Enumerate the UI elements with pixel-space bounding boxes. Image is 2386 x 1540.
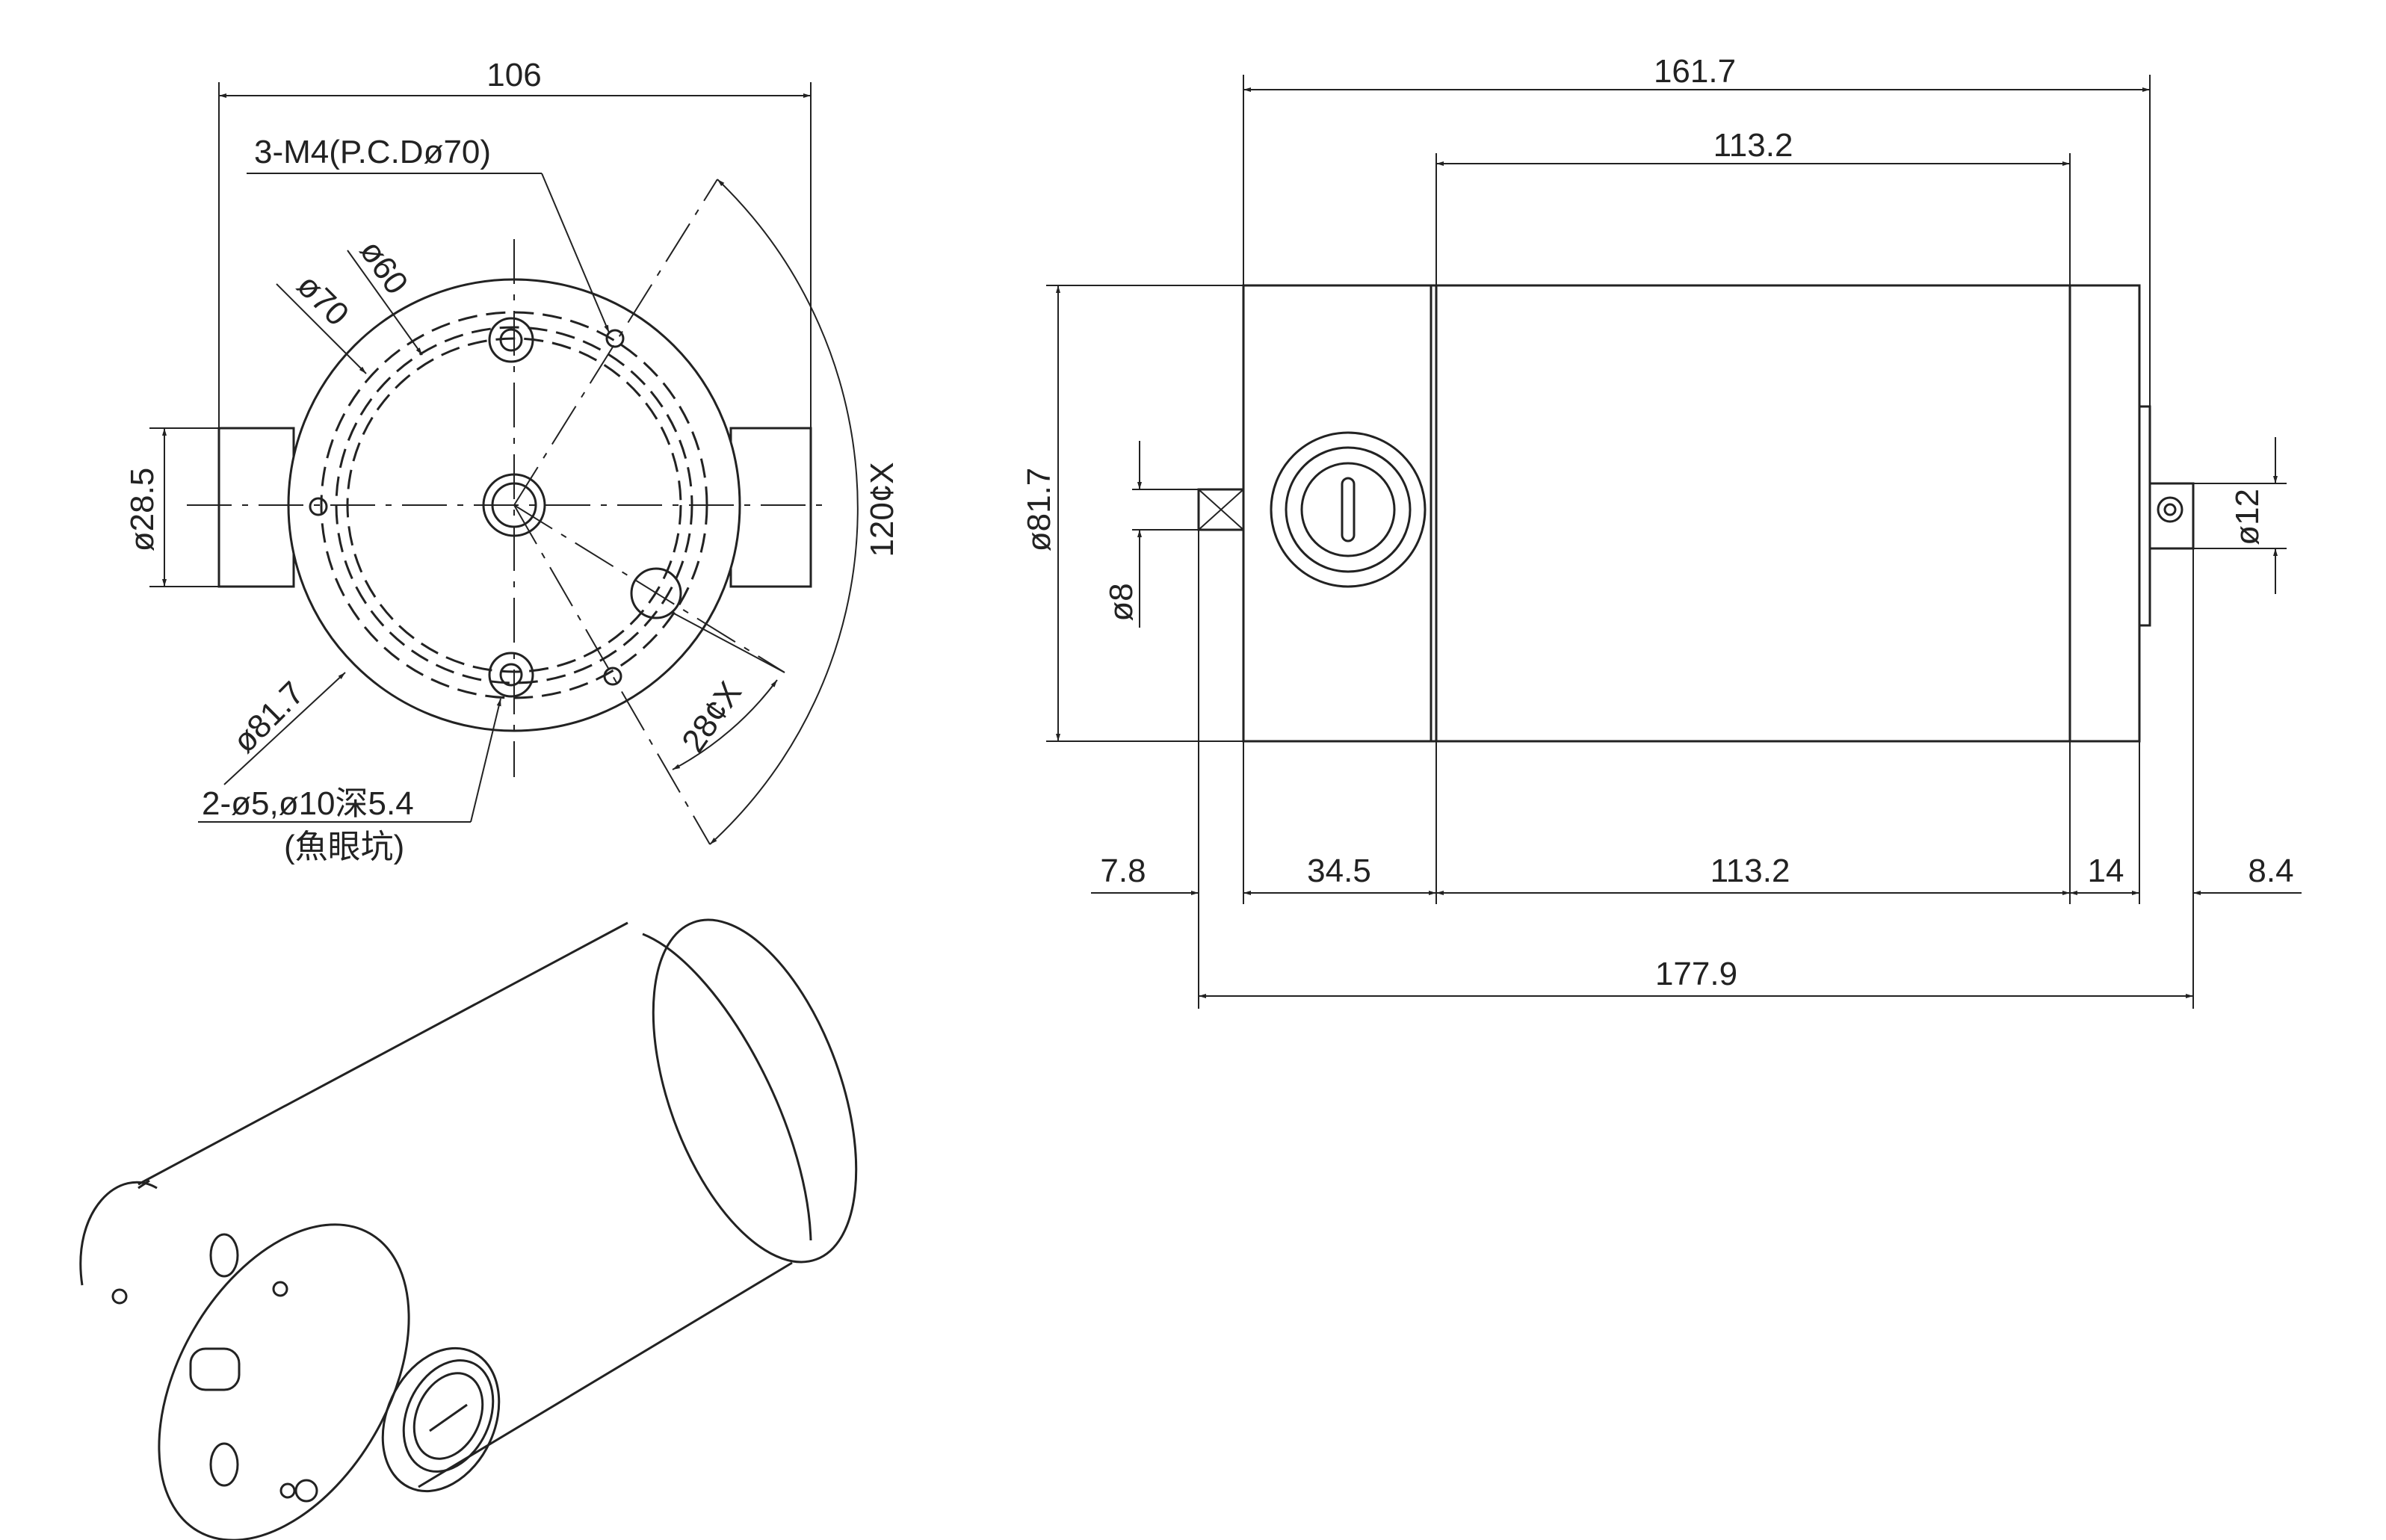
m4-hole (605, 329, 625, 348)
dia-28-5-label: ø28.5 (124, 468, 161, 552)
end-cap-seam (642, 933, 812, 1241)
shaft-boss-inner (491, 482, 537, 528)
dim-113-2-top: 113.2 (1713, 127, 1793, 164)
leader-line (347, 250, 423, 356)
leader-line (541, 173, 610, 333)
connector-ring (1285, 446, 1412, 573)
side-view: 161.7 113.2 ø81.7 ø8 ø12 7.8 34.5 113.2 … (1021, 53, 2302, 1009)
front-view: 106 3-M4(P.C.Dø70) ø60 ø70 ø28.5 ø81.7 2… (124, 57, 900, 865)
dim-161-7: 161.7 (1654, 53, 1736, 90)
dia-70-label: ø70 (290, 267, 356, 333)
rear-shaft (2148, 482, 2195, 550)
counterbore-hole-bottom-inner (499, 663, 523, 687)
angle-arc-28 (672, 679, 778, 770)
centerline (513, 504, 711, 845)
iso-tab (137, 1179, 150, 1190)
dim-8-4: 8.4 (2248, 853, 2293, 889)
motor-body (1242, 284, 2141, 743)
angle-120-label: 120¢X (864, 462, 900, 557)
left-tab (217, 427, 295, 588)
body-outline (418, 1261, 793, 1488)
leader-line (223, 672, 346, 785)
rear-flange (2138, 405, 2151, 627)
connector-ring (1300, 462, 1396, 557)
dim-7-8: 7.8 (1100, 853, 1146, 889)
iso-connector-slot (429, 1403, 468, 1432)
counterbore-hole-top (488, 317, 534, 363)
iso-connector-ring (402, 1359, 495, 1473)
front-face (158, 1223, 410, 1540)
iso-hole (209, 1233, 239, 1278)
dim-113-2-bottom: 113.2 (1710, 853, 1790, 889)
right-tab (729, 427, 812, 588)
connector (1270, 431, 1427, 588)
dim-14: 14 (2088, 853, 2124, 889)
centerline (513, 179, 718, 506)
body-outline (137, 921, 628, 1186)
m4-hole (603, 667, 622, 686)
isometric-view (79, 918, 858, 1540)
rear-screw (2157, 496, 2183, 523)
iso-screw (294, 1479, 318, 1503)
leader-line (470, 698, 501, 823)
counterbore-sub: (魚眼坑) (284, 829, 404, 865)
connector-slot (1341, 477, 1356, 542)
thread-note: 3-M4(P.C.Dø70) (254, 134, 491, 170)
dim-dia-12: ø12 (2229, 489, 2266, 545)
dia-81-7-label: ø81.7 (226, 675, 311, 760)
counterbore-hole-top-inner (499, 328, 523, 352)
iso-screw (279, 1482, 296, 1499)
extension-line (672, 612, 785, 673)
dim-34-5: 34.5 (1307, 853, 1371, 889)
connector-hole (630, 567, 682, 619)
counterbore-note: 2-ø5,ø10深5.4 (202, 785, 414, 822)
leader-line (276, 283, 367, 374)
iso-tab (79, 1181, 158, 1286)
counterbore-hole-bottom (488, 652, 534, 698)
dim-106: 106 (486, 57, 541, 93)
rear-end-cap (652, 918, 858, 1264)
centerline (513, 504, 785, 673)
shaft-boss (482, 473, 546, 537)
dia-60-label: ø60 (353, 234, 415, 301)
iso-shaft (189, 1347, 241, 1391)
dim-dia-8: ø8 (1103, 583, 1140, 621)
m4-hole (309, 497, 328, 516)
dim-dia-81-7: ø81.7 (1021, 468, 1057, 552)
iso-hole (209, 1442, 239, 1487)
iso-connector-ring (412, 1372, 484, 1460)
angle-arc-120 (709, 179, 859, 845)
rear-screw-inner (2163, 503, 2177, 516)
iso-connector (381, 1346, 501, 1493)
iso-screw (111, 1288, 128, 1305)
angle-28-label: 28¢X (675, 675, 749, 758)
iso-screw (272, 1281, 288, 1297)
output-shaft (1197, 488, 1245, 531)
shaft-flat-mark (1198, 489, 1244, 531)
dim-177-9: 177.9 (1655, 956, 1737, 992)
